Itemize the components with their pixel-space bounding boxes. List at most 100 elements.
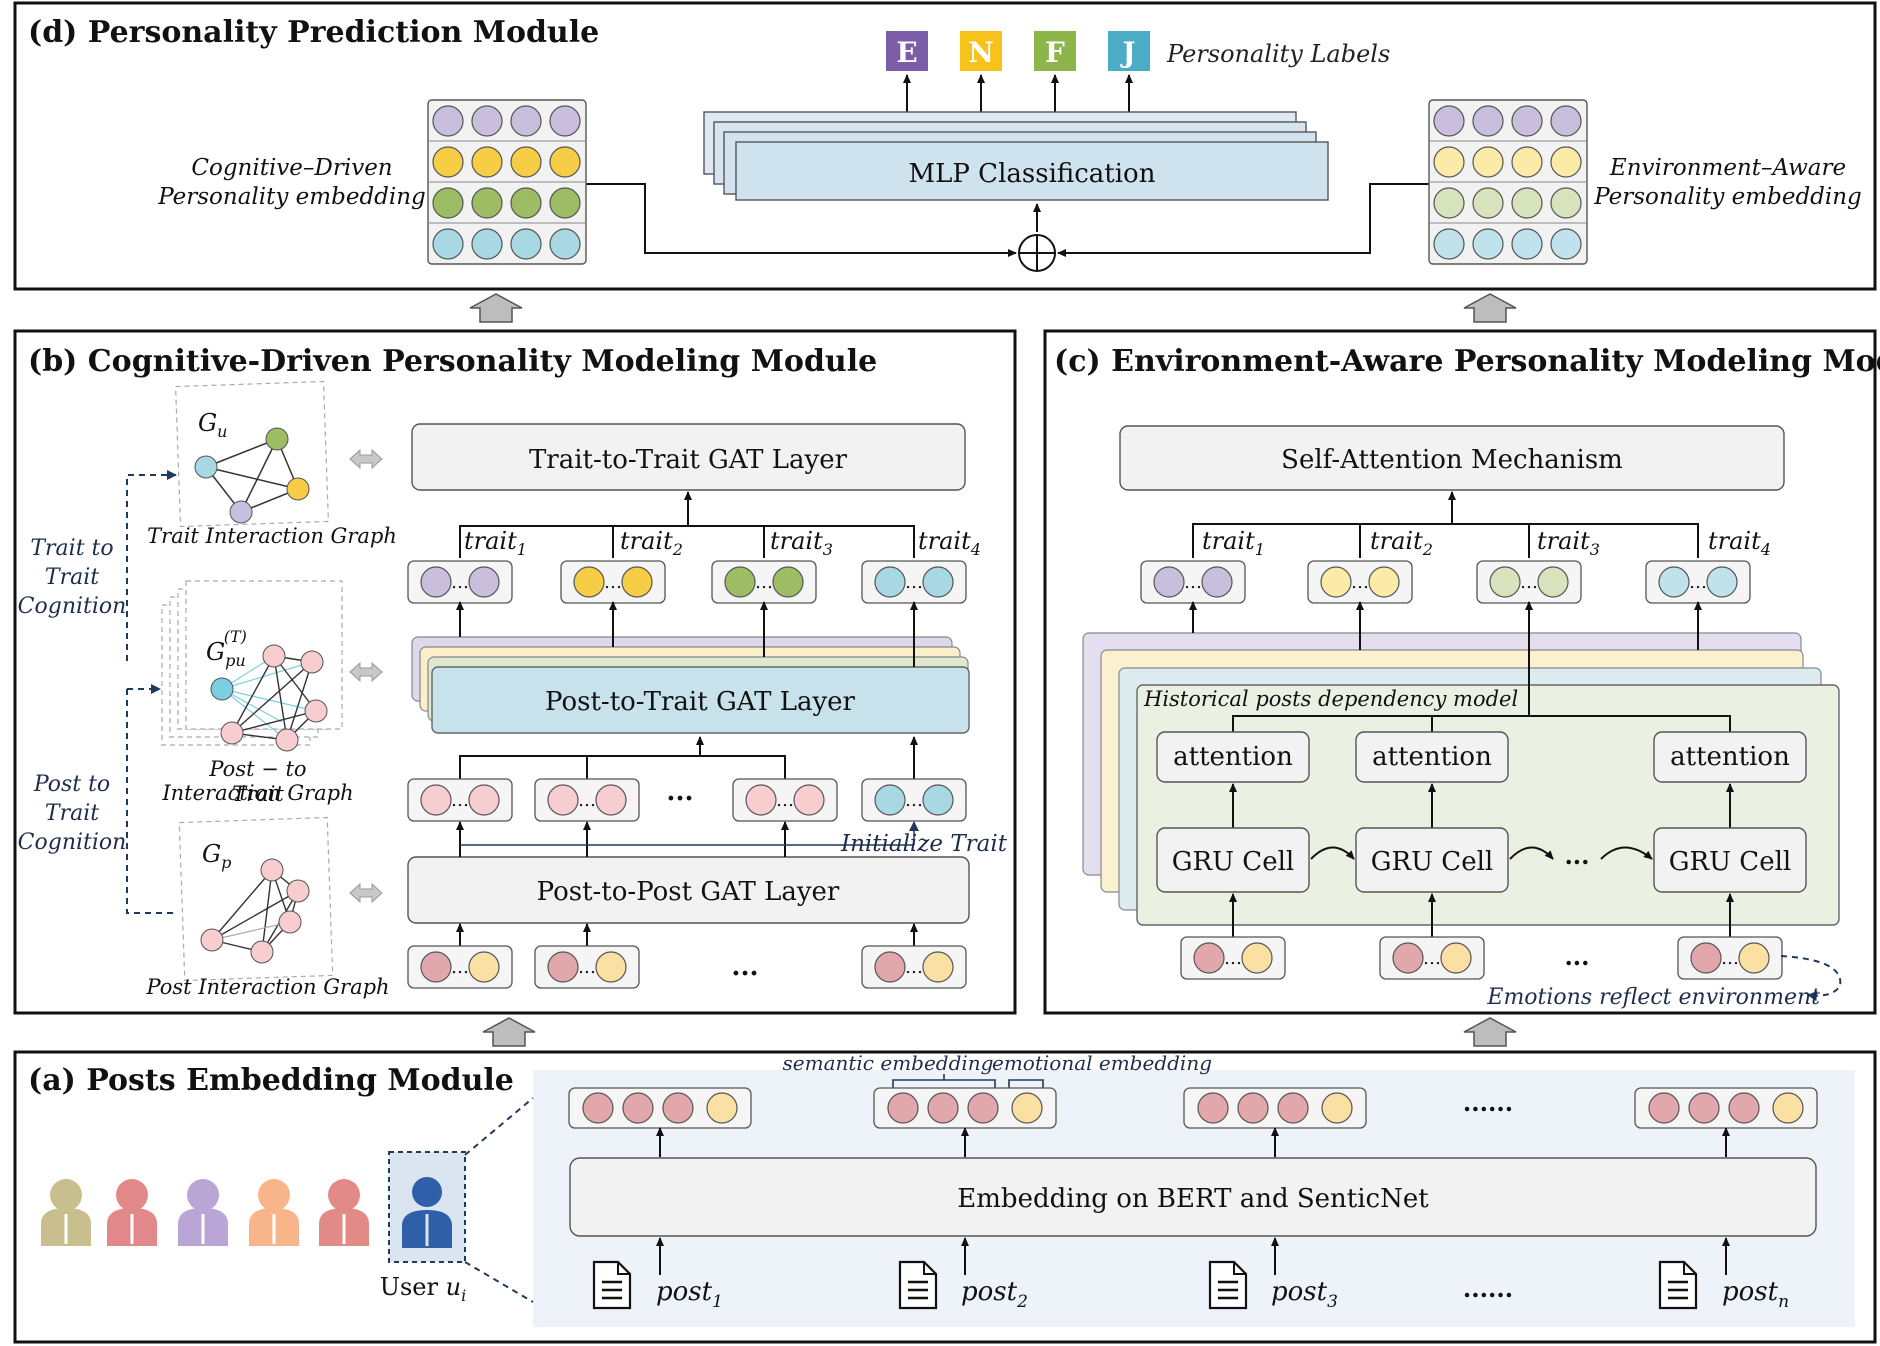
ellipsis: … <box>451 957 469 978</box>
label-f: F <box>1045 36 1065 69</box>
embedding-dot <box>549 228 581 260</box>
module-arrows <box>469 293 1517 1047</box>
label-e-box <box>886 31 928 71</box>
concat-operator <box>1018 234 1056 272</box>
post-embedding-row <box>1634 1087 1818 1129</box>
embedding-dot <box>1433 146 1465 178</box>
attention-label-2: attention <box>1372 742 1492 772</box>
module-d-title: (d) Personality Prediction Module <box>28 15 599 50</box>
trait-label-2: trait2 <box>1370 527 1433 559</box>
post-embedding-row <box>1183 1087 1367 1129</box>
attention-label-3: attention <box>1670 742 1790 772</box>
label-j-box <box>1108 31 1150 71</box>
selected-user <box>388 1151 466 1263</box>
ellipsis: … <box>1351 572 1369 593</box>
attention-box-2 <box>1355 731 1509 783</box>
ellipsis: … <box>905 790 923 811</box>
gru-cell-2 <box>1355 827 1509 893</box>
gru-cells: GRU Cell GRU Cell GRU Cell <box>1156 827 1807 893</box>
embedding-dot <box>471 105 503 137</box>
personality-labels: E N F J Personality Labels <box>886 31 1390 71</box>
post-label-3: post3 <box>1271 1277 1338 1312</box>
document-icon <box>898 1260 938 1310</box>
user-icon <box>178 1179 228 1246</box>
labels-caption: Personality Labels <box>1166 40 1390 68</box>
embedding-dot <box>1472 146 1504 178</box>
trait-interaction-graph: Gu Trait Interaction Graph <box>147 380 397 548</box>
embedding-dot <box>1511 146 1543 178</box>
document-icon <box>1208 1260 1248 1310</box>
user-label: User ui <box>380 1273 466 1305</box>
embedding-dot <box>1511 105 1543 137</box>
embedding-row-dots: ...... <box>1463 1088 1513 1117</box>
label-n: N <box>968 36 994 69</box>
post-cognition-3: Cognition <box>18 830 127 855</box>
post-to-trait-layer <box>431 666 970 734</box>
post-embedding-row <box>568 1087 752 1129</box>
module-c-title: (c) Environment-Aware Personality Modeli… <box>1054 344 1880 379</box>
init-trait-node: … <box>861 778 967 822</box>
post-trait-graph-caption-1: Post − to <box>208 757 306 781</box>
embedding-dot <box>549 105 581 137</box>
embedding-dot <box>1472 105 1504 137</box>
g-u-symbol: Gu <box>198 409 227 441</box>
embedding-dot <box>471 228 503 260</box>
trait-node: … <box>1307 560 1413 604</box>
user-icon <box>41 1179 91 1246</box>
post-cognition-2: Trait <box>45 801 99 826</box>
initialize-trait-label: Initialize Trait <box>840 831 1008 857</box>
trait-node: … <box>407 560 513 604</box>
label-f-box <box>1034 31 1076 71</box>
post-input-node: … <box>1379 936 1485 980</box>
trait-cognition-2: Trait <box>45 565 99 590</box>
trait-node: … <box>711 560 817 604</box>
environment-embedding-matrix <box>1428 99 1588 265</box>
embedding-dot <box>1433 228 1465 260</box>
embedding-dot <box>510 105 542 137</box>
cognitive-embedding-label-1: Cognitive–Driven <box>191 155 392 181</box>
embedding-dot <box>432 105 464 137</box>
post-embedding-row <box>873 1087 1057 1129</box>
embedding-dot <box>1550 187 1582 219</box>
trait-node: … <box>560 560 666 604</box>
g-pu-symbol: Gpu(T) <box>206 627 247 670</box>
embedding-dot <box>1511 228 1543 260</box>
user-icon <box>249 1179 299 1246</box>
trait-label-4: trait4 <box>1708 527 1771 559</box>
trait-node: … <box>861 560 967 604</box>
module-a-panel: (a) Posts Embedding Module semantic embe… <box>13 1050 1877 1344</box>
embedding-dot <box>1550 146 1582 178</box>
cognitive-embedding-matrix <box>427 99 587 265</box>
embedding-dot <box>1433 187 1465 219</box>
embedding-dot <box>432 187 464 219</box>
embedding-dot <box>1433 105 1465 137</box>
trait-cognition-3: Cognition <box>18 594 127 619</box>
module-a-title: (a) Posts Embedding Module <box>28 1063 514 1098</box>
bert-box <box>569 1157 1817 1237</box>
mlp-classification-box <box>735 141 1329 201</box>
embedding-dot <box>510 146 542 178</box>
bert-label: Embedding on BERT and SenticNet <box>957 1184 1429 1214</box>
trait-label-1: trait1 <box>1202 527 1265 559</box>
embedding-dot <box>471 146 503 178</box>
post-interaction-graph: Gp Post Interaction Graph <box>145 816 390 999</box>
historical-model-label: Historical posts dependency model <box>1143 687 1518 711</box>
attention-label-1: attention <box>1173 742 1293 772</box>
embedding-dot <box>1472 228 1504 260</box>
cognitive-embedding-label-2: Personality embedding <box>157 184 426 210</box>
posts-dots: ...... <box>1463 1274 1513 1303</box>
ellipsis: … <box>451 572 469 593</box>
module-b-panel: (b) Cognitive-Driven Personality Modelin… <box>13 329 1017 1015</box>
ellipsis: … <box>1224 948 1242 969</box>
post-cognition-1: Post to <box>33 772 110 797</box>
ellipsis: … <box>451 790 469 811</box>
post-input-node: … <box>534 945 640 989</box>
ellipsis: … <box>578 790 596 811</box>
post-label-4: postn <box>1722 1277 1789 1312</box>
post-trait-graph-caption-3: Trait <box>232 782 284 806</box>
embedding-dot <box>510 187 542 219</box>
post-to-post-label: Post-to-Post GAT Layer <box>537 877 840 907</box>
label-n-box <box>960 31 1002 71</box>
post-node: … <box>534 778 640 822</box>
